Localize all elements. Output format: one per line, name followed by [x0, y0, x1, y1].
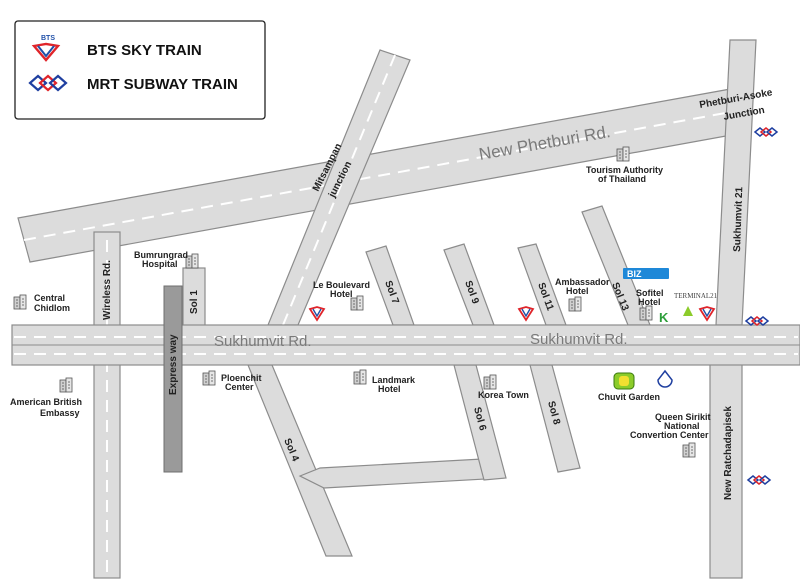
bts-station-icon-1 — [309, 306, 325, 321]
building-sofitel-icon — [639, 305, 653, 321]
building-landmark-icon — [353, 369, 367, 385]
road-sol13 — [581, 205, 651, 326]
label-sol1: Sol 1 — [189, 290, 200, 314]
mrt-logo-icon — [28, 74, 68, 92]
building-qsncc-icon — [682, 442, 696, 458]
road-mitsampan-centerline — [282, 54, 396, 326]
biz-logo-text: BIZ — [627, 269, 642, 279]
label-korea-town: Korea Town — [478, 390, 529, 400]
bts-logo-text: BTS — [41, 35, 55, 42]
label-terminal21: TERMINAL21 — [674, 292, 718, 300]
legend-bts-label: BTS SKY TRAIN — [87, 42, 202, 59]
building-ambassador-icon — [568, 296, 582, 312]
road-expressway — [163, 285, 183, 473]
svg-text:K: K — [659, 310, 669, 325]
road-new-phetburi-centerline — [23, 109, 743, 241]
terminal21-leaf-icon — [683, 306, 693, 316]
label-central-2: Chidlom — [34, 303, 70, 313]
building-embassy-icon — [59, 377, 73, 393]
label-landmark-1: Landmark — [372, 375, 416, 385]
label-sofitel-2: Hotel — [638, 297, 661, 307]
label-sukhumvit-right: Sukhumvit Rd. — [530, 331, 628, 348]
road-new-ratchadapisek — [709, 359, 743, 579]
label-boulevard-1: Le Boulevard — [313, 280, 370, 290]
building-boulevard-icon — [350, 295, 364, 311]
mrt-station-icon-phetburi — [754, 127, 778, 137]
bts-logo-icon: BTS — [31, 35, 61, 62]
label-wireless: Wireless Rd. — [102, 260, 113, 320]
road-sol4-branch — [298, 457, 505, 489]
chuvit-garden-icon — [613, 372, 635, 390]
label-qsncc-3: Convertion Center — [630, 430, 709, 440]
label-qsncc-2: National — [664, 421, 700, 431]
robinson-k-icon: K — [659, 310, 669, 325]
label-bumrungrad-2: Hospital — [142, 259, 178, 269]
building-ploenchit-icon — [202, 370, 216, 386]
building-korea-town-icon — [483, 374, 497, 390]
label-ploenchit-1: Ploenchit — [221, 373, 262, 383]
label-tat-1: Tourism Authority — [586, 165, 663, 175]
bts-station-icon-3 — [699, 306, 715, 321]
legend-box: BTS BTS SKY TRAIN MRT SUBWAY TRAIN — [14, 20, 266, 120]
building-central-icon — [13, 294, 27, 310]
biz-logo: BIZ — [623, 268, 669, 279]
label-landmark-2: Hotel — [378, 384, 401, 394]
label-new-ratchadapisek: New Ratchadapisek — [723, 406, 734, 500]
road-sukhumvit-21 — [715, 39, 757, 326]
label-expressway: Express way — [168, 334, 179, 395]
label-sukhumvit-main: Sukhumvit Rd. — [214, 333, 312, 350]
bts-station-icon-2 — [518, 306, 534, 321]
mrt-station-icon-qsncc — [747, 475, 771, 485]
label-sofitel-1: Sofitel — [636, 288, 664, 298]
label-ploenchit-2: Center — [225, 382, 254, 392]
label-boulevard-2: Hotel — [330, 289, 353, 299]
label-chuvit: Chuvit Garden — [598, 392, 660, 402]
label-ambassador-1: Ambassador — [555, 277, 610, 287]
label-qsncc-1: Queen Sirikit — [655, 412, 711, 422]
label-sukhumvit-21: Sukhumvit 21 — [732, 186, 745, 252]
legend-mrt-label: MRT SUBWAY TRAIN — [87, 76, 238, 93]
label-bumrungrad-1: Bumrungrad — [134, 250, 188, 260]
label-central-1: Central — [34, 293, 65, 303]
building-tat-icon — [616, 146, 630, 162]
label-tat-2: of Thailand — [598, 174, 646, 184]
label-embassy-1: American British — [10, 397, 82, 407]
road-sol4 — [247, 364, 353, 557]
qsncc-logo-icon — [657, 369, 673, 388]
label-embassy-2: Embassy — [40, 408, 80, 418]
mrt-station-icon-sukhumvit — [745, 316, 769, 326]
label-ambassador-2: Hotel — [566, 286, 589, 296]
